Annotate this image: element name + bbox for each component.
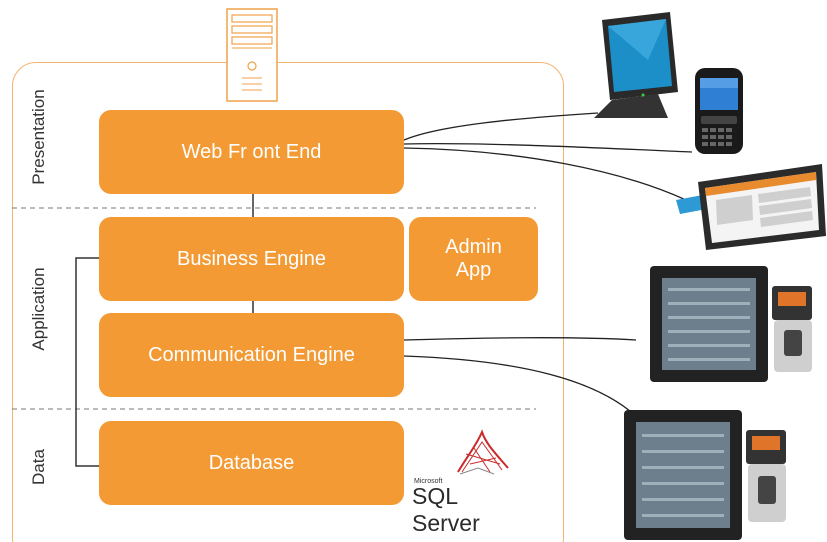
smartphone-icon — [695, 68, 743, 154]
system-boundary-frame — [12, 62, 564, 542]
layer-label-data: Data — [29, 449, 48, 485]
connector-business-database — [75, 257, 99, 467]
layer-label-application: Application — [29, 267, 48, 351]
line-to-monitor — [403, 112, 599, 141]
business-engine-box: Business Engine — [99, 217, 404, 301]
tablet-icon — [676, 164, 826, 250]
sql-server-wordmark: SQL Server — [412, 483, 480, 536]
server-tower-icon — [226, 8, 278, 102]
line-to-cabinet-1 — [403, 337, 637, 341]
admin-app-label-line2: App — [455, 259, 492, 281]
communication-engine-box: Communication Engine — [99, 313, 404, 397]
key-cabinet-icon — [624, 410, 786, 540]
microsoft-wordmark: Microsoft — [414, 478, 443, 485]
admin-app-box: Admin App — [409, 217, 538, 301]
communication-engine-label: Communication Engine — [148, 343, 355, 366]
sql-server-logo: Microsoft SQL Server — [412, 428, 522, 536]
business-engine-label: Business Engine — [177, 247, 326, 270]
web-front-end-box: Web Fr ont End — [99, 110, 404, 194]
layer-label-presentation: Presentation — [29, 89, 48, 185]
sql-server-flame-icon — [457, 429, 509, 475]
key-cabinet-icon — [650, 266, 812, 382]
admin-app-label-line1: Admin — [445, 236, 502, 258]
line-to-cabinet-2 — [403, 355, 641, 421]
database-box: Database — [99, 421, 404, 505]
line-to-phone — [403, 142, 693, 153]
touch-monitor-icon — [594, 12, 678, 118]
database-label: Database — [208, 451, 295, 474]
web-front-end-label: Web Fr ont End — [181, 140, 322, 163]
line-to-tablet — [403, 147, 687, 201]
